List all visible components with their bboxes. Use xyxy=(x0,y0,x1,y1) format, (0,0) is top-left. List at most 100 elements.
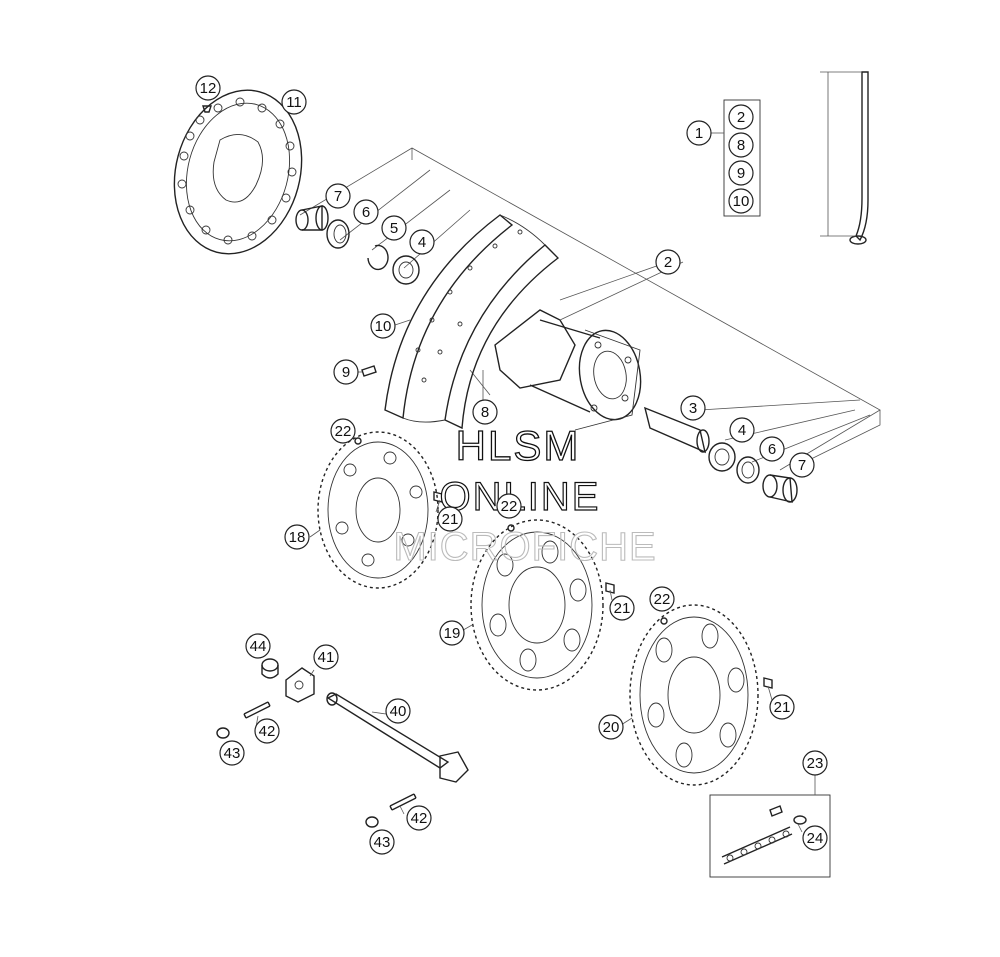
callout-22-a: 22 xyxy=(330,418,356,444)
callout-9-nipple: 9 xyxy=(333,359,359,385)
bearing-icon xyxy=(392,255,420,285)
wheel-rim-icon xyxy=(384,214,560,430)
svg-text:41: 41 xyxy=(318,649,335,666)
callout-4-right: 4 xyxy=(729,417,755,443)
callout-43-b: 43 xyxy=(369,829,395,855)
callout-18: 18 xyxy=(284,524,310,550)
callout-43-a: 43 xyxy=(219,740,245,766)
svg-text:43: 43 xyxy=(224,745,241,762)
watermark: HLSM ONLINE MICROFICHE xyxy=(393,421,656,569)
svg-text:23: 23 xyxy=(807,755,824,772)
spoke-nipple-icon xyxy=(361,365,377,377)
chain-adjuster-icon xyxy=(285,667,315,703)
callout-2-hub: 2 xyxy=(655,249,681,275)
svg-text:22: 22 xyxy=(501,498,518,515)
svg-text:22: 22 xyxy=(335,423,352,440)
svg-text:9: 9 xyxy=(737,165,745,182)
svg-text:21: 21 xyxy=(614,600,631,617)
svg-text:8: 8 xyxy=(481,404,489,421)
svg-text:10: 10 xyxy=(733,193,750,210)
shaft-seal-icon xyxy=(326,219,350,249)
svg-text:8: 8 xyxy=(737,137,745,154)
callouts: 12 11 7 6 5 4 1 2 8 9 10 2 10 9 8 3 4 6 … xyxy=(195,75,828,855)
callout-3: 3 xyxy=(680,395,706,421)
callout-8-spoke: 8 xyxy=(472,399,498,425)
svg-text:7: 7 xyxy=(798,457,806,474)
sprocket-20-icon xyxy=(629,604,759,786)
sprocket-bolt-icon xyxy=(433,491,773,689)
svg-text:18: 18 xyxy=(289,529,306,546)
spacer-right-icon xyxy=(762,474,798,503)
axle-icon xyxy=(326,692,469,783)
callout-22-b: 22 xyxy=(496,493,522,519)
svg-text:6: 6 xyxy=(362,204,370,221)
chain-icon xyxy=(709,775,831,878)
svg-text:1: 1 xyxy=(695,125,703,142)
svg-text:21: 21 xyxy=(774,699,791,716)
callout-1: 1 xyxy=(686,120,712,146)
svg-text:4: 4 xyxy=(738,422,746,439)
svg-text:12: 12 xyxy=(200,80,217,97)
callout-7-right: 7 xyxy=(789,452,815,478)
callout-6-left: 6 xyxy=(353,199,379,225)
watermark-line-1: HLSM xyxy=(456,422,581,469)
svg-text:11: 11 xyxy=(286,94,302,111)
brake-disc-icon xyxy=(173,89,303,255)
callout-21-a: 21 xyxy=(437,506,463,532)
svg-text:24: 24 xyxy=(807,830,824,847)
callout-41: 41 xyxy=(313,644,339,670)
svg-text:3: 3 xyxy=(689,400,697,417)
callout-23: 23 xyxy=(802,750,828,776)
svg-text:19: 19 xyxy=(444,625,461,642)
callout-40: 40 xyxy=(385,698,411,724)
svg-text:40: 40 xyxy=(390,703,407,720)
callout-10-kit: 10 xyxy=(728,188,754,214)
svg-text:21: 21 xyxy=(442,511,459,528)
sprocket-nut-icon xyxy=(354,437,668,625)
disc-screw-icon xyxy=(202,105,212,113)
svg-text:20: 20 xyxy=(603,719,620,736)
spacer-tube-icon xyxy=(643,406,710,454)
svg-text:2: 2 xyxy=(664,254,672,271)
sprocket-19-icon xyxy=(470,519,604,691)
callout-2-kit: 2 xyxy=(728,104,754,130)
hub-icon xyxy=(494,309,642,431)
callout-24: 24 xyxy=(802,825,828,851)
callout-22-c: 22 xyxy=(649,586,675,612)
watermark-line-3: MICROFICHE xyxy=(393,525,656,569)
callout-9-kit: 9 xyxy=(728,160,754,186)
adjuster-cap-icon xyxy=(261,658,279,679)
callout-10-rim: 10 xyxy=(370,313,396,339)
adjuster-screw-icon xyxy=(243,701,417,811)
callout-20: 20 xyxy=(598,714,624,740)
svg-text:4: 4 xyxy=(418,234,426,251)
svg-text:2: 2 xyxy=(737,109,745,126)
callout-7-left: 7 xyxy=(325,183,351,209)
svg-text:10: 10 xyxy=(375,318,392,335)
svg-text:5: 5 xyxy=(390,220,398,237)
callout-4-left: 4 xyxy=(409,229,435,255)
watermark-line-2: ONLINE xyxy=(440,475,601,519)
callout-44: 44 xyxy=(245,633,271,659)
circlip-icon xyxy=(367,244,389,271)
svg-text:7: 7 xyxy=(334,188,342,205)
spoke-icon xyxy=(820,71,869,245)
sprocket-icon xyxy=(317,431,439,589)
callout-12: 12 xyxy=(195,75,221,101)
adjuster-nut-icon xyxy=(216,727,379,828)
spacer-icon xyxy=(295,205,329,231)
callout-42-b: 42 xyxy=(406,805,432,831)
callout-21-b: 21 xyxy=(609,595,635,621)
callout-21-c: 21 xyxy=(769,694,795,720)
assembly-guide-lines xyxy=(299,147,881,471)
callout-42-a: 42 xyxy=(254,718,280,744)
svg-text:44: 44 xyxy=(250,638,267,655)
svg-text:42: 42 xyxy=(411,810,428,827)
callout-8-kit: 8 xyxy=(728,132,754,158)
bearing-right-icon xyxy=(708,442,736,472)
callout-6-right: 6 xyxy=(759,436,785,462)
svg-text:22: 22 xyxy=(654,591,671,608)
shaft-seal-right-icon xyxy=(736,456,760,484)
callout-11: 11 xyxy=(281,89,307,115)
